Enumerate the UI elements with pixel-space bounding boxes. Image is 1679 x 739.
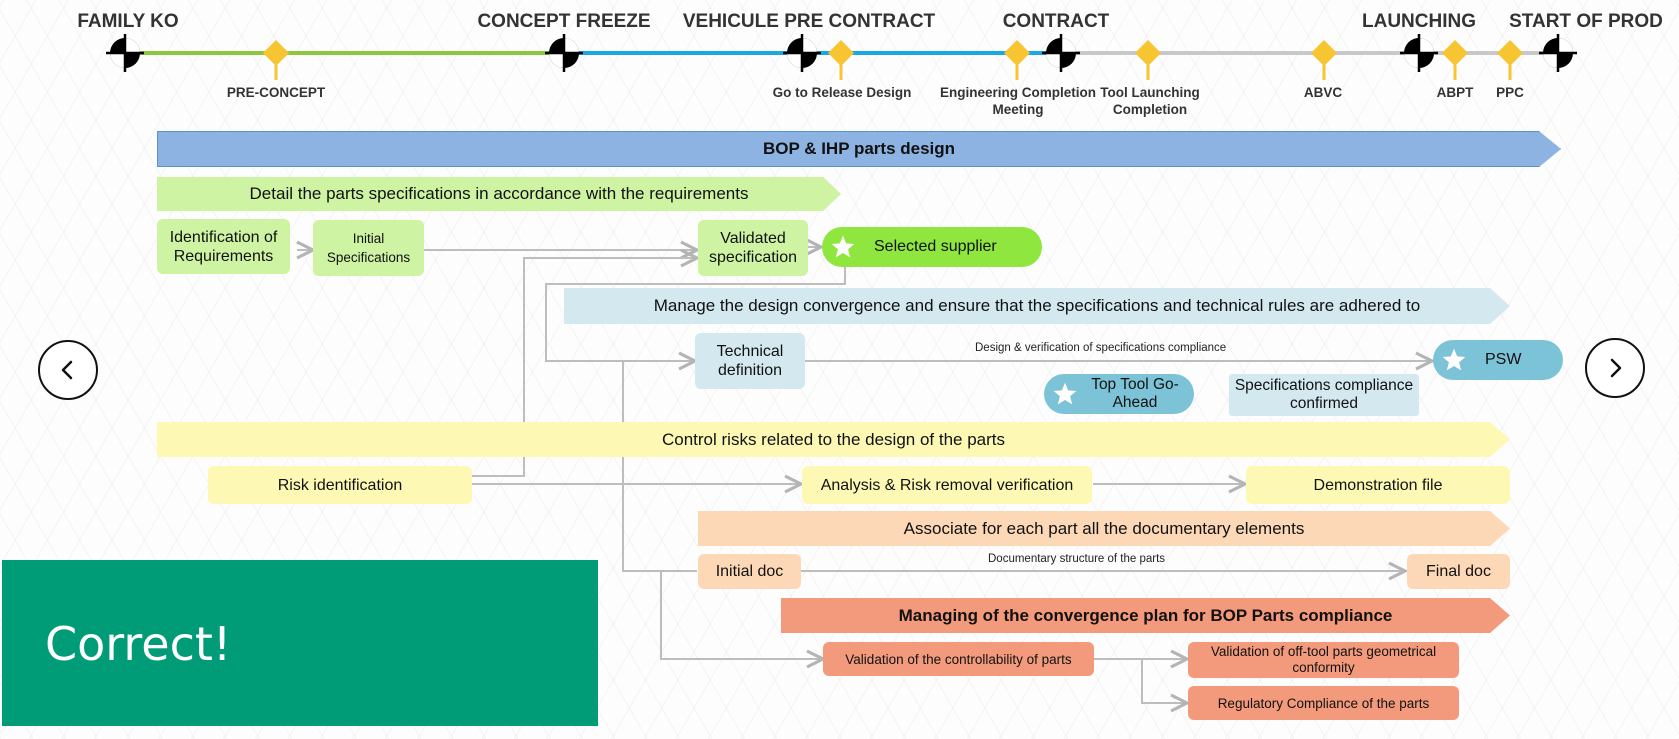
star-icon [831,235,855,258]
gate-label: Engineering Completion Meeting [939,85,1097,117]
demonstration-file-box: Demonstration file [1246,466,1510,504]
crosshair-icon [1400,34,1438,72]
regulatory-box: Regulatory Compliance of the parts [1188,686,1459,720]
milestone-label: CONCEPT FREEZE [477,11,651,32]
psw-label: PSW [1485,351,1522,368]
psw-pill: PSW [1433,340,1563,380]
initial-spec-label: Initial Specifications [326,231,411,265]
validation-controllability-box: Validation of the controllability of par… [823,642,1094,676]
crosshair-icon [106,34,144,72]
manage-convergence-bar: Manage the design convergence and ensure… [564,288,1510,324]
analysis-risk-label: Analysis & Risk removal verification [820,476,1074,494]
final-doc-label: Final doc [1426,563,1491,580]
risk-identification-box: Risk identification [208,466,472,504]
chevron-right-icon [1610,358,1622,378]
prev-button[interactable] [38,340,98,400]
initial-spec-box: Initial Specifications [313,220,424,276]
gate-label: PPC [1496,85,1524,100]
analysis-risk-box: Analysis & Risk removal verification [802,466,1092,504]
feedback-text: Correct! [45,617,232,671]
milestone-label: CONTRACT [1002,11,1110,32]
diamond-icon [1311,40,1337,66]
crosshair-icon [1539,34,1577,72]
selected-supplier-pill: Selected supplier [822,227,1042,267]
control-risks-label: Control risks related to the design of t… [661,429,1005,449]
milestone-label: FAMILY KO [77,11,179,32]
top-tool-pill: Top Tool Go-Ahead [1044,374,1194,414]
gate-label: PRE-CONCEPT [226,85,326,100]
feedback-banner: Correct! [2,560,598,726]
diamond-icon [1135,40,1161,66]
bop-ihp-label: BOP & IHP parts design [762,139,956,158]
demonstration-file-label: Demonstration file [1313,476,1443,494]
technical-definition-box: Technical definition [695,333,805,389]
diamond-icon [828,40,854,66]
design-verification-annotation: Design & verification of specifications … [975,342,1227,354]
crosshair-icon [545,34,583,72]
crosshair-icon [783,34,821,72]
diamond-icon [263,40,289,66]
selected-supplier-label: Selected supplier [874,238,997,255]
control-risks-bar: Control risks related to the design of t… [157,422,1510,457]
final-doc-box: Final doc [1407,554,1510,589]
chevron-left-icon [61,360,73,380]
gate-label: Tool Launching Completion [1100,85,1200,117]
diamond-icon [1004,40,1030,66]
detail-spec-label: Detail the parts specifications in accor… [249,184,749,203]
milestone-label: VEHICULE PRE CONTRACT [682,11,936,32]
identification-label: Identification of Requirements [169,228,278,265]
spec-compliance-box: Specifications compliance confirmed [1229,374,1419,416]
risk-identification-label: Risk identification [277,476,403,494]
gate-label: ABPT [1436,85,1474,100]
initial-doc-box: Initial doc [698,554,801,589]
regulatory-label: Regulatory Compliance of the parts [1217,695,1430,711]
managing-plan-bar: Managing of the convergence plan for BOP… [781,598,1510,633]
initial-doc-label: Initial doc [715,563,784,580]
top-tool-label: Top Tool Go-Ahead [1091,376,1179,411]
diamond-icon [1497,40,1523,66]
validated-spec-box: Validated specification [698,220,808,276]
spec-compliance-label: Specifications compliance confirmed [1234,377,1414,412]
identification-box: Identification of Requirements [157,219,290,274]
associate-docs-label: Associate for each part all the document… [903,518,1305,538]
validation-offtool-label: Validation of off-tool parts geometrical… [1210,644,1437,675]
milestone-label: LAUNCHING [1362,11,1476,32]
gate-label: ABVC [1303,85,1343,100]
validated-spec-label: Validated specification [708,230,798,266]
validation-controllability-label: Validation of the controllability of par… [845,651,1072,667]
star-icon [1442,348,1466,371]
validation-offtool-box: Validation of off-tool parts geometrical… [1188,642,1459,678]
diamond-icon [1442,40,1468,66]
bop-ihp-bar: BOP & IHP parts design [157,131,1561,167]
technical-definition-label: Technical definition [716,343,784,379]
next-button[interactable] [1585,338,1645,398]
star-icon [1053,382,1077,405]
gate-label: Go to Release Design [772,85,912,100]
managing-plan-label: Managing of the convergence plan for BOP… [898,605,1393,625]
crosshair-icon [1042,34,1080,72]
documentary-structure-annotation: Documentary structure of the parts [988,553,1166,565]
associate-docs-bar: Associate for each part all the document… [698,511,1510,546]
manage-convergence-label: Manage the design convergence and ensure… [653,296,1421,315]
milestone-label: START OF PROD [1509,11,1663,32]
detail-spec-bar: Detail the parts specifications in accor… [157,177,841,211]
